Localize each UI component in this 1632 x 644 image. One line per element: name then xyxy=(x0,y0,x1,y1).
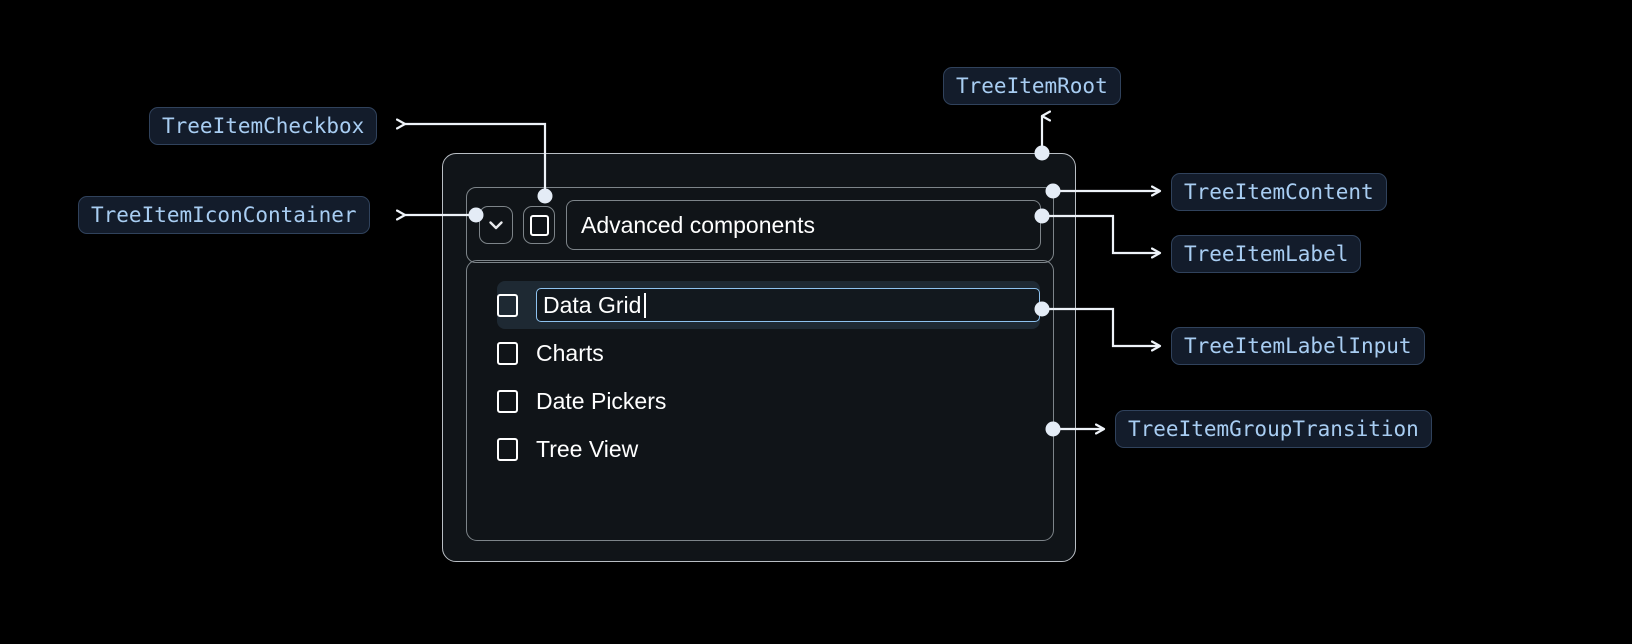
tree-child-row-charts[interactable]: Charts xyxy=(497,329,1043,377)
tree-child-row-tree-view[interactable]: Tree View xyxy=(497,425,1043,473)
chevron-down-icon xyxy=(485,214,507,236)
tree-child-label: Tree View xyxy=(536,435,639,462)
tree-item-label-text: Advanced components xyxy=(581,211,815,238)
annotation-badge-treeitemgrouptransition: TreeItemGroupTransition xyxy=(1115,410,1432,448)
checkbox-unchecked-icon[interactable] xyxy=(497,341,518,365)
annotation-badge-treeitemcheckbox: TreeItemCheckbox xyxy=(149,107,378,145)
checkbox-unchecked-icon xyxy=(529,214,549,236)
checkbox-unchecked-icon[interactable] xyxy=(497,437,518,461)
tree-child-row-date-pickers[interactable]: Date Pickers xyxy=(497,377,1043,425)
annotation-badge-treeitemcontent: TreeItemContent xyxy=(1171,173,1387,211)
text-cursor xyxy=(644,292,646,318)
tree-item-label[interactable]: Advanced components xyxy=(566,200,1041,250)
tree-item-icon-container[interactable] xyxy=(479,206,513,244)
tree-item-label-input-value: Data Grid xyxy=(543,291,642,318)
tree-item-group-transition: Data Grid Charts Date Pickers Tree View xyxy=(466,260,1054,541)
annotation-badge-treeitemiconcontainer: TreeItemIconContainer xyxy=(78,196,370,234)
tree-child-row-data-grid[interactable]: Data Grid xyxy=(497,281,1040,329)
checkbox-unchecked-icon[interactable] xyxy=(497,293,518,317)
annotation-badge-treeitemlabel: TreeItemLabel xyxy=(1171,235,1362,273)
tree-item-content[interactable]: Advanced components xyxy=(466,187,1054,263)
tree-item-checkbox[interactable] xyxy=(523,206,555,244)
checkbox-unchecked-icon[interactable] xyxy=(497,389,518,413)
tree-child-label: Date Pickers xyxy=(536,387,667,414)
tree-child-label: Charts xyxy=(536,339,604,366)
tree-item-label-input[interactable]: Data Grid xyxy=(536,288,1040,322)
tree-item-root[interactable]: Advanced components Data Grid Charts Dat… xyxy=(442,153,1076,562)
annotation-badge-treeitemroot: TreeItemRoot xyxy=(943,67,1121,105)
annotation-badge-treeitemlabelinput: TreeItemLabelInput xyxy=(1171,327,1425,365)
